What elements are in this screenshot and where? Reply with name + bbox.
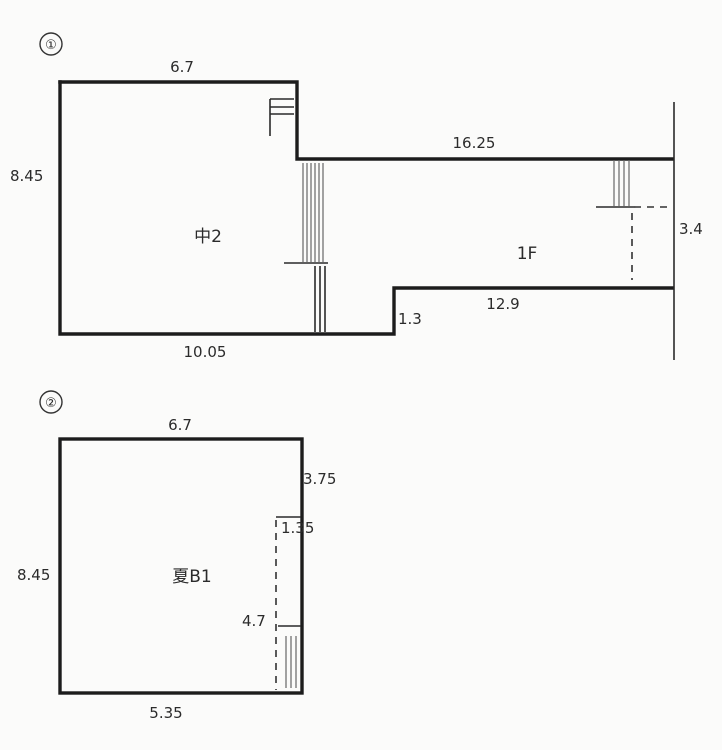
plan-2-dim-right-mid: 1.35	[281, 519, 314, 537]
plan-1-stairs-upper	[269, 98, 294, 136]
plan-1-outline	[58, 80, 674, 161]
plan-1-room-left: 中2	[194, 227, 222, 247]
plan-1-outline-lower	[58, 80, 674, 336]
plan-1-marker: ①	[45, 38, 57, 53]
plan-2-marker-circle	[39, 390, 63, 414]
plan-2-dim-bottom: 5.35	[149, 704, 182, 722]
plan-1-dim-left: 8.45	[10, 167, 43, 185]
plan-1: ①	[10, 32, 703, 361]
plan-2-dim-right-top: 3.75	[303, 470, 336, 488]
plan-2-marker: ②	[45, 396, 57, 411]
plan-2: ② 6.7 8.45 3.75 1.35 4.7 5.35 夏B1	[17, 390, 336, 722]
plan-2-room: 夏B1	[172, 567, 211, 587]
plan-2-outline	[58, 437, 304, 695]
plan-1-hatched-passage	[284, 163, 328, 332]
plan-1-dim-step: 1.3	[398, 310, 422, 328]
plan-1-dim-top-left: 6.7	[170, 58, 194, 76]
plan-2-dim-right-low: 4.7	[242, 612, 266, 630]
plan-1-marker-circle	[39, 32, 63, 56]
plan-1-dim-bottom-right: 12.9	[486, 295, 519, 313]
plan-2-dim-top: 6.7	[168, 416, 192, 434]
plan-1-dim-bottom-left: 10.05	[184, 343, 227, 361]
plan-1-stairs-right	[596, 160, 672, 280]
plan-1-dim-top-right: 16.25	[453, 134, 496, 152]
plan-2-stairs	[275, 516, 301, 690]
plan-2-dim-left: 8.45	[17, 566, 50, 584]
plan-1-room-right: 1F	[517, 244, 538, 264]
plan-1-dim-right: 3.4	[679, 220, 703, 238]
